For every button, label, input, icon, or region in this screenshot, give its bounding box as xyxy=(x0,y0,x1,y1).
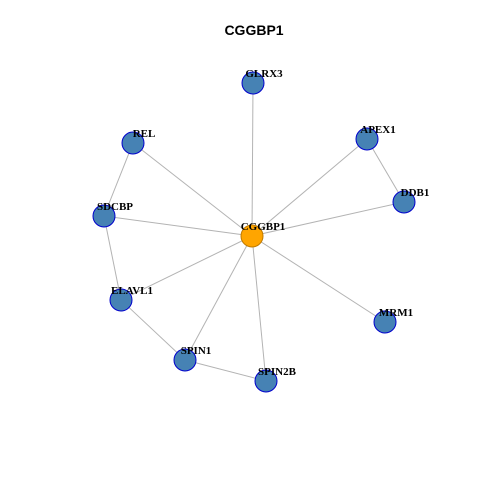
node-label-sdcbp: SDCBP xyxy=(97,201,133,213)
node-label-spin2b: SPIN2B xyxy=(258,366,297,378)
node-apex1: APEX1 xyxy=(355,124,396,151)
edge-cggbp1-apex1 xyxy=(251,138,368,237)
edge-sdcbp-elavl1 xyxy=(103,215,122,301)
node-label-elavl1: ELAVL1 xyxy=(111,285,153,297)
node-circle-glrx3 xyxy=(241,71,265,95)
node-circle-cggbp1 xyxy=(240,224,264,248)
edge-cggbp1-ddb1 xyxy=(251,201,405,237)
node-label-glrx3: GLRX3 xyxy=(245,68,283,80)
node-sdcbp: SDCBP xyxy=(92,201,133,228)
node-rel: REL xyxy=(121,128,156,155)
edge-cggbp1-mrm1 xyxy=(251,235,386,323)
edge-rel-sdcbp xyxy=(103,142,134,217)
node-circle-spin2b xyxy=(254,369,278,393)
edge-cggbp1-spin1 xyxy=(184,235,253,361)
node-circle-rel xyxy=(121,131,145,155)
graph-title: CGGBP1 xyxy=(224,22,283,38)
node-label-mrm1: MRM1 xyxy=(379,307,413,319)
node-circle-ddb1 xyxy=(392,190,416,214)
node-glrx3: GLRX3 xyxy=(241,68,283,95)
node-circle-elavl1 xyxy=(109,288,133,312)
node-circle-apex1 xyxy=(355,127,379,151)
node-label-cggbp1: CGGBP1 xyxy=(241,221,286,233)
edge-apex1-ddb1 xyxy=(366,138,405,203)
edge-elavl1-spin1 xyxy=(120,299,186,361)
node-circle-mrm1 xyxy=(373,310,397,334)
node-spin1: SPIN1 xyxy=(173,345,212,372)
node-cggbp1: CGGBP1 xyxy=(240,221,286,248)
edge-cggbp1-elavl1 xyxy=(120,235,253,301)
edge-cggbp1-spin2b xyxy=(251,235,267,382)
node-mrm1: MRM1 xyxy=(373,307,413,334)
node-label-rel: REL xyxy=(133,128,156,140)
edge-spin1-spin2b xyxy=(184,359,267,382)
edge-cggbp1-sdcbp xyxy=(103,215,253,237)
node-label-apex1: APEX1 xyxy=(360,124,395,136)
edge-cggbp1-rel xyxy=(132,142,253,237)
edge-layer xyxy=(103,82,405,382)
node-circle-sdcbp xyxy=(92,204,116,228)
node-ddb1: DDB1 xyxy=(392,187,430,214)
node-label-spin1: SPIN1 xyxy=(181,345,212,357)
node-elavl1: ELAVL1 xyxy=(109,285,153,312)
node-spin2b: SPIN2B xyxy=(254,366,297,393)
node-label-ddb1: DDB1 xyxy=(401,187,430,199)
edge-cggbp1-glrx3 xyxy=(251,82,254,237)
node-circle-spin1 xyxy=(173,348,197,372)
